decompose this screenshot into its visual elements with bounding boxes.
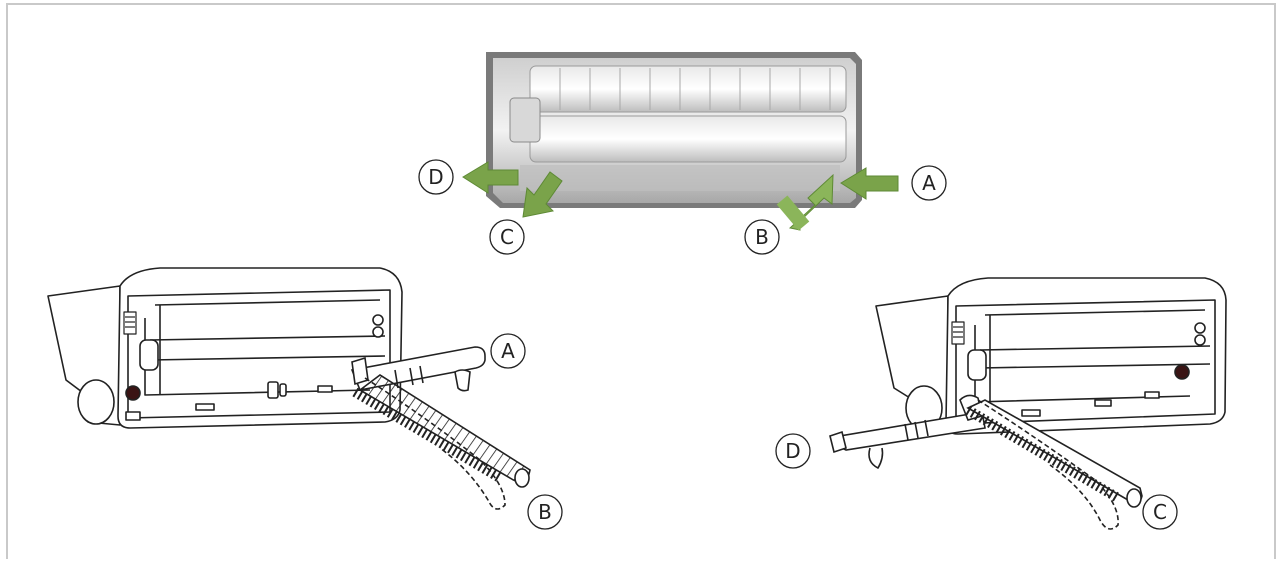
label-b-top-text: B: [755, 225, 769, 249]
left-piping: [350, 346, 531, 510]
label-b-top: B: [744, 219, 780, 255]
label-d-top: D: [418, 159, 454, 195]
arrow-a: [840, 167, 899, 200]
label-d-top-text: D: [428, 165, 443, 189]
label-a-left-text: A: [501, 339, 515, 363]
label-c-right: C: [1142, 494, 1178, 530]
label-b-left-text: B: [538, 500, 552, 524]
label-c-top-text: C: [500, 225, 514, 249]
label-a-top: A: [911, 165, 947, 201]
top-unit-photo: [486, 52, 862, 208]
label-a-top-text: A: [922, 171, 936, 195]
arrow-b: [776, 173, 834, 231]
arrow-d: [462, 161, 519, 194]
left-unit-drawing: [47, 267, 403, 429]
label-d-right-text: D: [785, 439, 800, 463]
label-a-left: A: [490, 333, 526, 369]
label-c-right-text: C: [1153, 500, 1167, 524]
right-unit-drawing: [875, 277, 1227, 435]
left-spiral-hose: [352, 387, 503, 483]
figure-frame: [6, 3, 1276, 559]
right-spiral-hose: [965, 405, 1121, 503]
arrow-c: [522, 171, 563, 218]
label-b-left: B: [527, 494, 563, 530]
label-c-top: C: [489, 219, 525, 255]
label-d-right: D: [775, 433, 811, 469]
